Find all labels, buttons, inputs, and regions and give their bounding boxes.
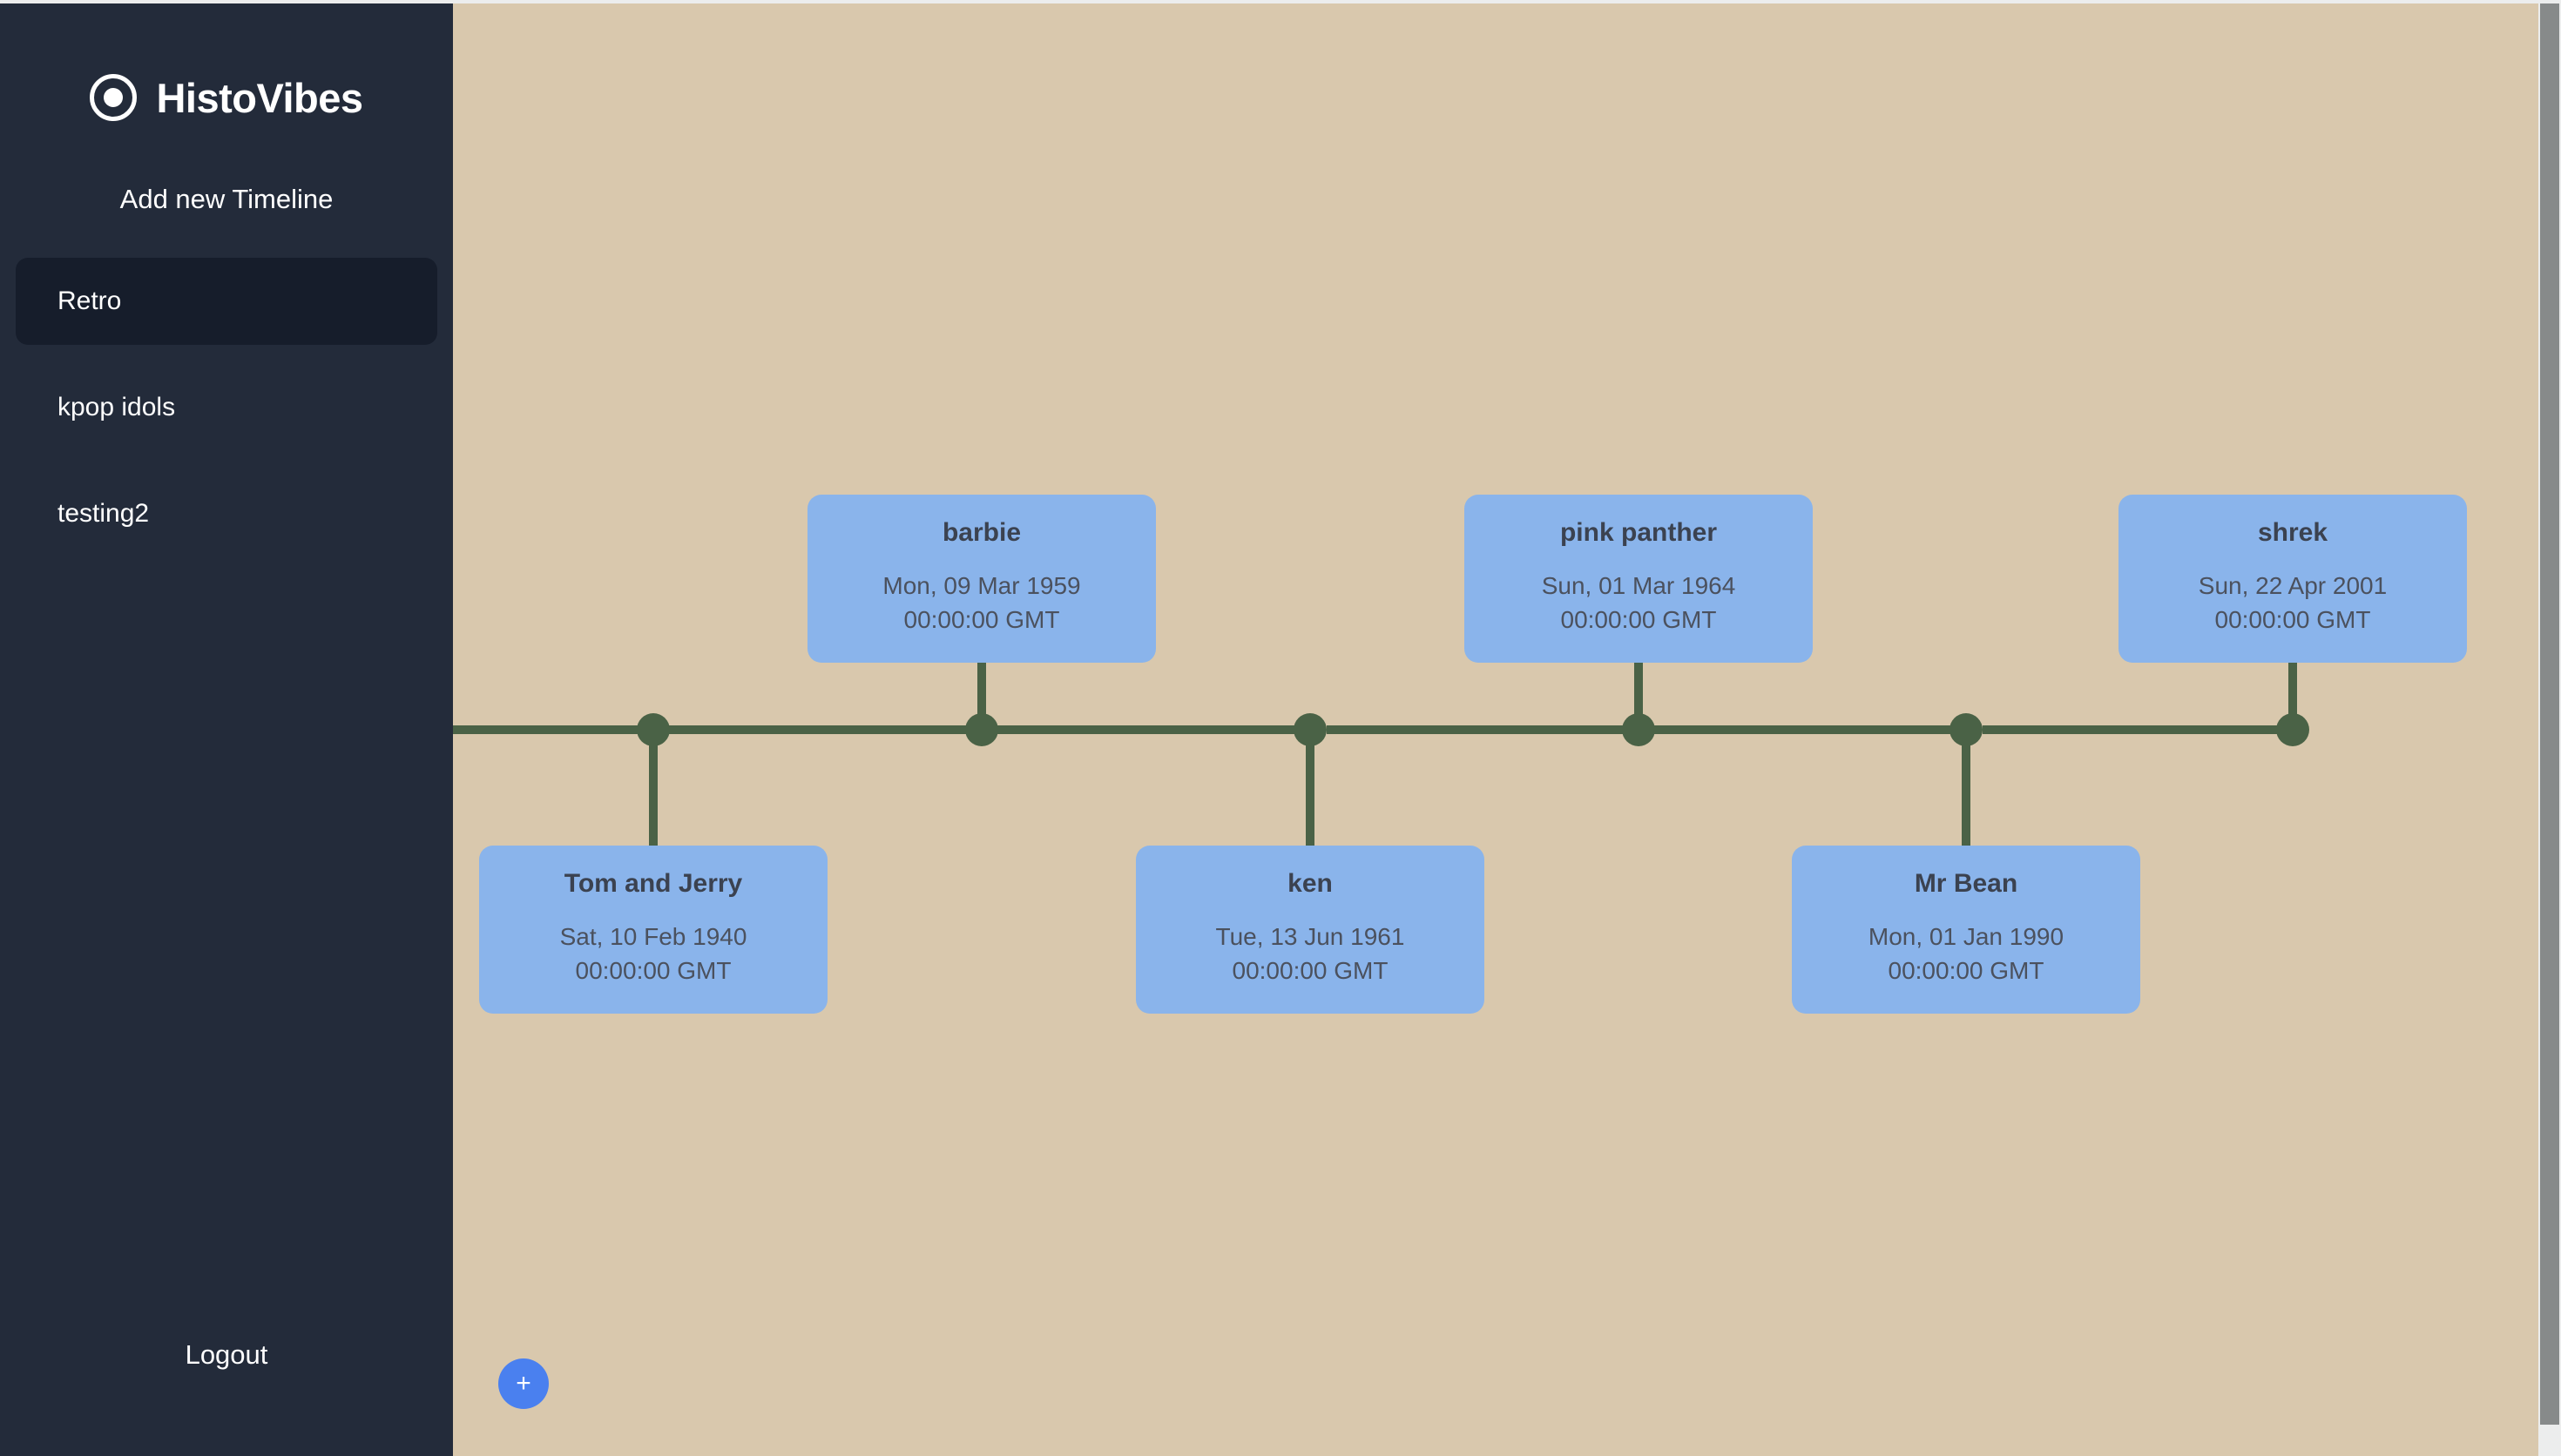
timeline-node[interactable] (637, 713, 670, 746)
timeline-connector-stem (1634, 610, 1643, 731)
event-date-line2: 00:00:00 GMT (903, 605, 1060, 633)
circle-dot-icon (90, 74, 138, 121)
event-title: pink panther (1559, 518, 1717, 547)
brand-name: HistoVibes (156, 74, 363, 121)
event-title: Mr Bean (1914, 869, 2018, 898)
event-date-line2: 00:00:00 GMT (575, 956, 732, 984)
timeline-event-card[interactable]: shrek Sun, 22 Apr 2001 00:00:00 GMT (2118, 495, 2467, 664)
event-title: ken (1287, 869, 1333, 898)
event-date-line2: 00:00:00 GMT (1232, 956, 1389, 984)
event-date-line2: 00:00:00 GMT (1888, 956, 2044, 984)
timeline-node[interactable] (1949, 713, 1983, 746)
sidebar-item-label: Retro (57, 286, 122, 315)
timeline-axis-segment (1654, 725, 1951, 734)
plus-icon: + (516, 1369, 531, 1398)
event-date-line1: Mon, 01 Jan 1990 (1868, 923, 2064, 950)
timeline-event-card[interactable]: Tom and Jerry Sat, 10 Feb 1940 00:00:00 … (479, 846, 828, 1014)
timeline-axis-segment (1327, 725, 1623, 734)
window-top-edge (0, 0, 2561, 3)
event-date-line1: Sun, 22 Apr 2001 (2198, 572, 2388, 599)
brand: HistoVibes (0, 74, 453, 121)
sidebar-item-retro[interactable]: Retro (16, 258, 437, 345)
timeline-axis-segment (1983, 725, 2278, 734)
event-title: shrek (2257, 518, 2328, 547)
timeline-canvas: Tom and Jerry Sat, 10 Feb 1940 00:00:00 … (453, 0, 2561, 1456)
vertical-scrollbar-track[interactable] (2538, 0, 2561, 1456)
timeline-connector-stem (2288, 610, 2297, 731)
timeline-node[interactable] (965, 713, 998, 746)
timeline-connector-stem (1962, 736, 1970, 846)
timeline-node[interactable] (2276, 713, 2309, 746)
vertical-scrollbar-thumb[interactable] (2540, 3, 2559, 1425)
timeline-node[interactable] (1622, 713, 1655, 746)
timeline-event-card[interactable]: barbie Mon, 09 Mar 1959 00:00:00 GMT (807, 495, 1156, 664)
timeline-event-card[interactable]: Mr Bean Mon, 01 Jan 1990 00:00:00 GMT (1792, 846, 2140, 1014)
timeline-node[interactable] (1294, 713, 1327, 746)
event-date-line1: Mon, 09 Mar 1959 (882, 572, 1081, 599)
sidebar-item-label: testing2 (57, 499, 150, 528)
event-title: barbie (942, 518, 1022, 547)
timeline: Tom and Jerry Sat, 10 Feb 1940 00:00:00 … (453, 0, 2561, 1456)
timeline-connector-stem (977, 610, 986, 731)
sidebar-item-kpop-idols[interactable]: kpop idols (16, 364, 437, 451)
timeline-connector-stem (1306, 736, 1314, 846)
event-title: Tom and Jerry (564, 869, 743, 898)
timeline-axis-segment (998, 725, 1295, 734)
timeline-connector-stem (649, 736, 658, 846)
add-new-timeline-button[interactable]: Add new Timeline (119, 184, 334, 214)
sidebar: HistoVibes Add new Timeline Retro kpop i… (0, 0, 453, 1456)
event-date-line2: 00:00:00 GMT (1560, 605, 1717, 633)
event-date-line2: 00:00:00 GMT (2214, 605, 2371, 633)
timeline-event-card[interactable]: pink panther Sun, 01 Mar 1964 00:00:00 G… (1464, 495, 1813, 664)
logout-button[interactable]: Logout (185, 1339, 268, 1370)
timeline-axis-segment (670, 725, 967, 734)
sidebar-item-testing2[interactable]: testing2 (16, 470, 437, 557)
event-date-line1: Sun, 01 Mar 1964 (1541, 572, 1736, 599)
timeline-event-card[interactable]: ken Tue, 13 Jun 1961 00:00:00 GMT (1136, 846, 1484, 1014)
add-event-button[interactable]: + (498, 1358, 549, 1409)
timeline-list: Retro kpop idols testing2 (0, 258, 453, 576)
event-date-line1: Tue, 13 Jun 1961 (1215, 923, 1405, 950)
sidebar-item-label: kpop idols (57, 393, 176, 421)
event-date-line1: Sat, 10 Feb 1940 (559, 923, 747, 950)
